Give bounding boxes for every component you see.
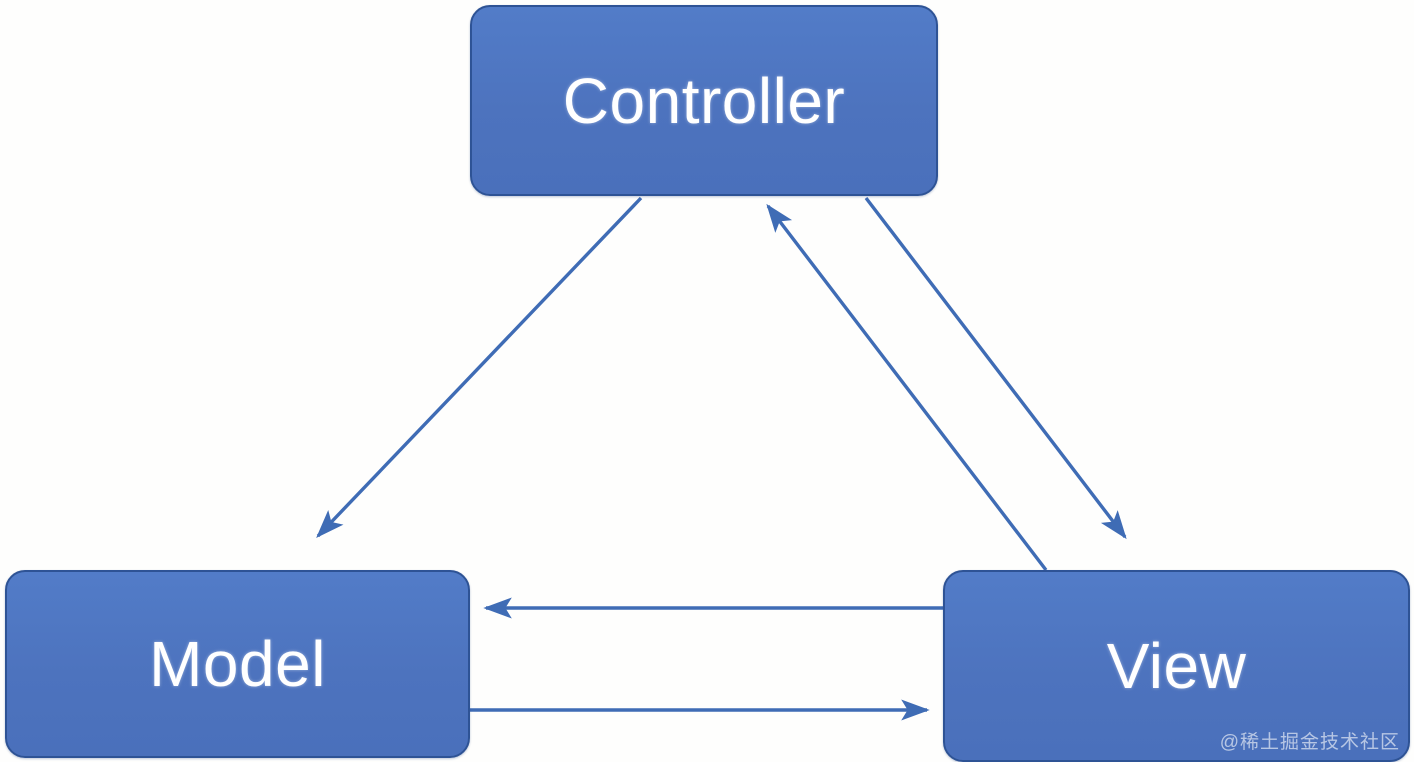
node-view[interactable]: View [943,570,1410,762]
node-model-label: Model [149,628,326,700]
node-model[interactable]: Model [5,570,470,758]
node-view-label: View [1106,630,1247,702]
node-controller[interactable]: Controller [470,5,938,196]
node-controller-label: Controller [562,64,846,137]
connector-controller-to-view [864,196,1127,540]
connector-controller-to-model [316,196,643,538]
watermark-text: @稀土掘金技术社区 [1219,732,1400,753]
connector-view-to-controller [766,203,1048,572]
